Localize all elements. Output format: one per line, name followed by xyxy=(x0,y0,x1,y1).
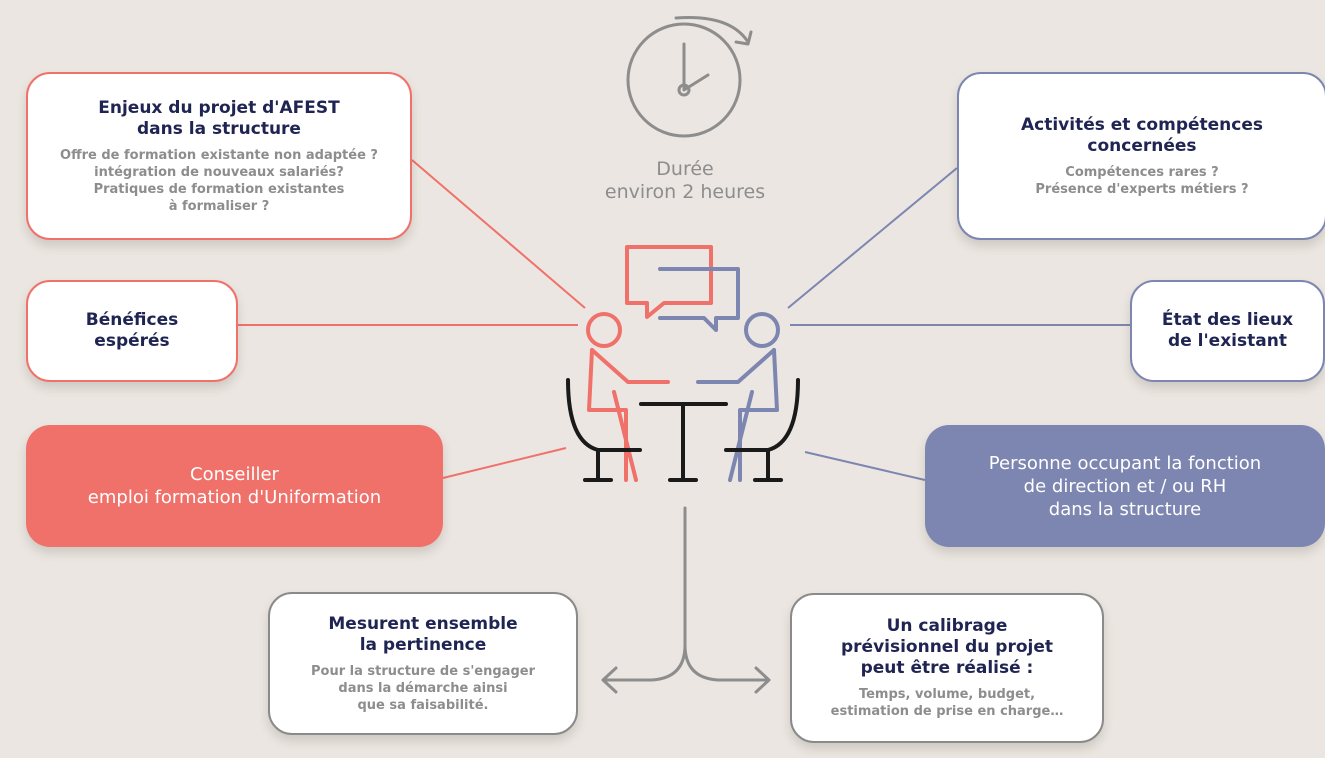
two-people-conversation-icon xyxy=(566,245,800,482)
fork-connector xyxy=(601,506,771,694)
enjeux-card: Enjeux du projet d'AFEST dans la structu… xyxy=(26,72,412,240)
enjeux-text: Offre de formation existante non adaptée… xyxy=(60,147,378,214)
activites-card: Activités et compétences concernées Comp… xyxy=(957,72,1325,240)
calibrage-title: Un calibrage prévisionnel du projet peut… xyxy=(840,616,1053,678)
calibrage-card: Un calibrage prévisionnel du projet peut… xyxy=(790,593,1104,743)
clock-icon xyxy=(626,16,753,138)
activites-text: Compétences rares ? Présence d'experts m… xyxy=(1035,164,1249,197)
arrow-right-icon xyxy=(754,666,771,694)
etat-card: État des lieux de l'existant xyxy=(1130,280,1325,382)
conseiller-card: Conseiller emploi formation d'Uniformati… xyxy=(26,425,443,547)
enjeux-title: Enjeux du projet d'AFEST dans la structu… xyxy=(98,97,340,139)
connector-enjeux xyxy=(411,159,586,309)
connector-conseiller xyxy=(442,447,567,479)
mesurent-text: Pour la structure de s'engager dans la d… xyxy=(310,663,535,713)
conseiller-title: Conseiller emploi formation d'Uniformati… xyxy=(87,464,382,508)
calibrage-text: Temps, volume, budget, estimation de pri… xyxy=(830,687,1064,719)
duration-label: Durée environ 2 heures xyxy=(604,158,766,203)
personne-card: Personne occupant la fonction de directi… xyxy=(925,425,1325,547)
mesurent-title: Mesurent ensemble la pertinence xyxy=(328,613,518,655)
etat-title: État des lieux de l'existant xyxy=(1161,310,1294,351)
mesurent-card: Mesurent ensemble la pertinence Pour la … xyxy=(268,592,578,735)
benefices-title: Bénéfices espérés xyxy=(85,310,179,351)
benefices-card: Bénéfices espérés xyxy=(26,280,238,382)
connector-personne xyxy=(804,451,926,481)
arrow-left-icon xyxy=(601,666,618,694)
personne-title: Personne occupant la fonction de directi… xyxy=(988,452,1262,520)
activites-title: Activités et compétences concernées xyxy=(1020,114,1264,156)
connector-activites xyxy=(787,167,958,309)
